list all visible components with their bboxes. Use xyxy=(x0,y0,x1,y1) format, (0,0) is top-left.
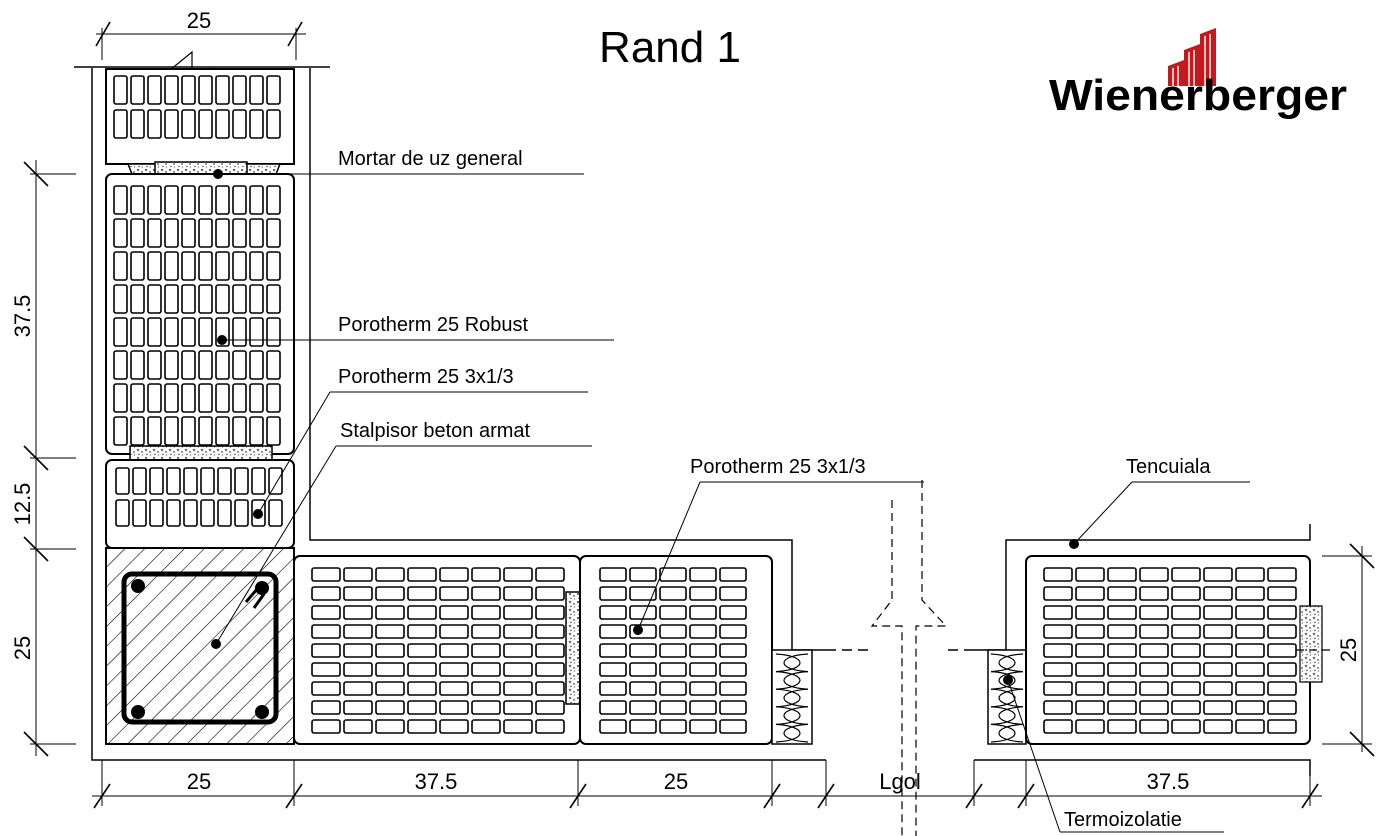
reinforced-concrete-column xyxy=(105,547,295,745)
rebar-icon xyxy=(255,581,269,595)
label-column: Stalpisor beton armat xyxy=(340,420,531,442)
dim-left-robust: 37.5 xyxy=(10,295,35,338)
drawing-title: Rand 1 xyxy=(599,23,741,72)
dim-bottom-column: 25 xyxy=(187,769,211,794)
porotherm-3x13-block-mid xyxy=(579,555,773,745)
label-robust: Porotherm 25 Robust xyxy=(338,314,529,336)
opening-gap xyxy=(826,480,974,836)
porotherm-horizontal-block-1 xyxy=(293,555,581,745)
porotherm-3x13-block-left xyxy=(105,459,295,549)
porotherm-robust-block xyxy=(105,173,295,455)
dim-left-column: 25 xyxy=(10,636,35,660)
thermal-insulation-left xyxy=(771,649,813,745)
dim-right-height: 25 xyxy=(1336,638,1361,662)
rebar-icon xyxy=(131,579,145,593)
dim-top-width: 25 xyxy=(187,8,211,33)
rebar-icon xyxy=(255,705,269,719)
dim-bottom-block2: 25 xyxy=(664,769,688,794)
label-3x13-mid: Porotherm 25 3x1/3 xyxy=(690,456,866,478)
label-leaders xyxy=(211,169,1250,833)
logo-mark-icon xyxy=(1168,28,1216,86)
rebar-icon xyxy=(131,705,145,719)
dim-bottom-right: 37.5 xyxy=(1147,769,1190,794)
porotherm-block-right xyxy=(1025,555,1330,745)
dim-left-small: 12.5 xyxy=(10,483,35,526)
logo-wordmark: Wienerberger xyxy=(1049,71,1347,120)
label-3x13-left: Porotherm 25 3x1/3 xyxy=(338,366,514,388)
robust-block-top xyxy=(105,68,295,165)
dim-bottom-gap: Lgol xyxy=(879,769,921,794)
dim-bottom-block1: 37.5 xyxy=(415,769,458,794)
label-plaster: Tencuiala xyxy=(1126,456,1211,478)
label-insulation: Termoizolatie xyxy=(1064,809,1182,831)
dimension-lines xyxy=(23,21,1375,809)
wienerberger-logo: Wienerberger xyxy=(1049,28,1347,120)
thermal-insulation-right xyxy=(987,649,1027,745)
label-mortar: Mortar de uz general xyxy=(338,148,523,170)
